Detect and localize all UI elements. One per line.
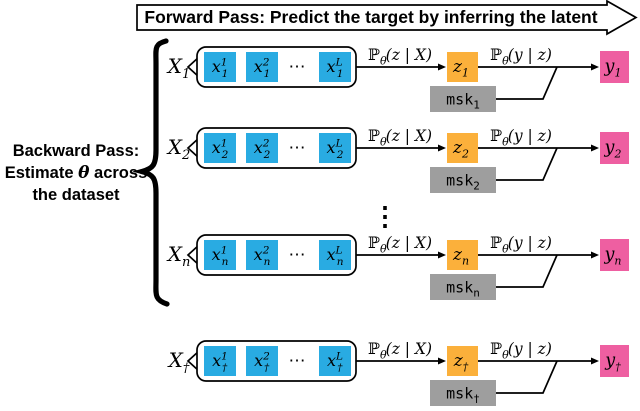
token-box	[246, 240, 278, 270]
token-box	[204, 346, 236, 376]
target-box	[600, 51, 629, 83]
target-prob-label: ℙθ(y | z)	[490, 126, 552, 149]
latent-label: z1	[452, 57, 469, 80]
mask-box	[430, 380, 496, 406]
mask-box	[430, 274, 496, 300]
target-box	[600, 132, 629, 164]
x-label: X2	[166, 135, 191, 163]
token-box	[319, 346, 351, 376]
theta-symbol: θ	[78, 163, 90, 183]
token-label: x1†	[212, 351, 228, 375]
token-box	[246, 346, 278, 376]
mask-connector	[496, 360, 558, 394]
token-ellipsis: ⋯	[289, 245, 306, 265]
backward-label-line3: the dataset	[32, 186, 120, 204]
target-label: y†	[604, 351, 621, 374]
token-box	[204, 133, 236, 163]
latent-label: zn	[452, 245, 469, 268]
latent-label: z†	[453, 351, 469, 374]
row-xdagger: X† x1† x2† ⋯ xL† ℙθ(z | X) z† ℙθ(y | z) …	[167, 339, 629, 406]
target-box	[600, 239, 629, 271]
latent-box	[447, 52, 478, 82]
latent-prob-label: ℙθ(z | X)	[368, 233, 432, 256]
backward-label-line1: Backward Pass:	[13, 142, 140, 160]
mask-connector	[496, 147, 558, 181]
token-box	[246, 52, 278, 82]
target-prob-label: ℙθ(y | z)	[490, 339, 552, 362]
token-box	[319, 133, 351, 163]
input-notch	[186, 244, 200, 266]
latent-prob-label: ℙθ(z | X)	[368, 45, 432, 68]
latent-prob-label: ℙθ(z | X)	[368, 339, 432, 362]
target-prob-label: ℙθ(y | z)	[490, 233, 552, 256]
vertical-ellipsis: ⋮	[372, 202, 398, 232]
target-label: y2	[604, 138, 622, 161]
mask-label: msk†	[446, 385, 480, 406]
backward-pass-label: Backward Pass: Estimate θ across the dat…	[5, 142, 148, 204]
token-ellipsis: ⋯	[289, 138, 306, 158]
x-label: X†	[167, 348, 190, 376]
input-notch	[186, 137, 200, 159]
token-ellipsis: ⋯	[289, 57, 306, 77]
latent-box	[447, 133, 478, 163]
mask-box	[430, 86, 496, 112]
latent-prob-label: ℙθ(z | X)	[368, 126, 432, 149]
input-notch	[186, 350, 200, 372]
latent-box	[447, 240, 478, 270]
x-label: X1	[166, 54, 191, 82]
backward-label-line2: Estimate θ across	[5, 163, 148, 183]
banner-arrow-shape	[136, 0, 638, 36]
token-box	[319, 52, 351, 82]
input-notch	[186, 56, 200, 78]
mask-connector	[496, 254, 558, 288]
target-label: yn	[604, 245, 622, 268]
token-label: xL†	[327, 351, 343, 375]
x-label: Xn	[166, 242, 191, 270]
token-box	[319, 240, 351, 270]
token-box	[204, 240, 236, 270]
target-label: y1	[604, 57, 622, 80]
mask-connector	[496, 66, 558, 100]
mask-box	[430, 167, 496, 193]
latent-label: z2	[452, 138, 469, 161]
mask-label: mskn	[446, 279, 480, 300]
banner-text: Forward Pass: Predict the target by infe…	[144, 7, 597, 27]
forward-pass-banner: Forward Pass: Predict the target by infe…	[136, 0, 638, 36]
target-prob-label: ℙθ(y | z)	[490, 45, 552, 68]
token-box	[246, 133, 278, 163]
mask-label: msk1	[446, 91, 480, 112]
token-ellipsis: ⋯	[289, 351, 306, 371]
latent-box	[447, 346, 478, 376]
dataset-brace	[132, 38, 170, 307]
target-box	[600, 345, 629, 377]
token-label: x2†	[254, 351, 270, 375]
mask-label: msk2	[446, 172, 480, 193]
token-box	[204, 52, 236, 82]
